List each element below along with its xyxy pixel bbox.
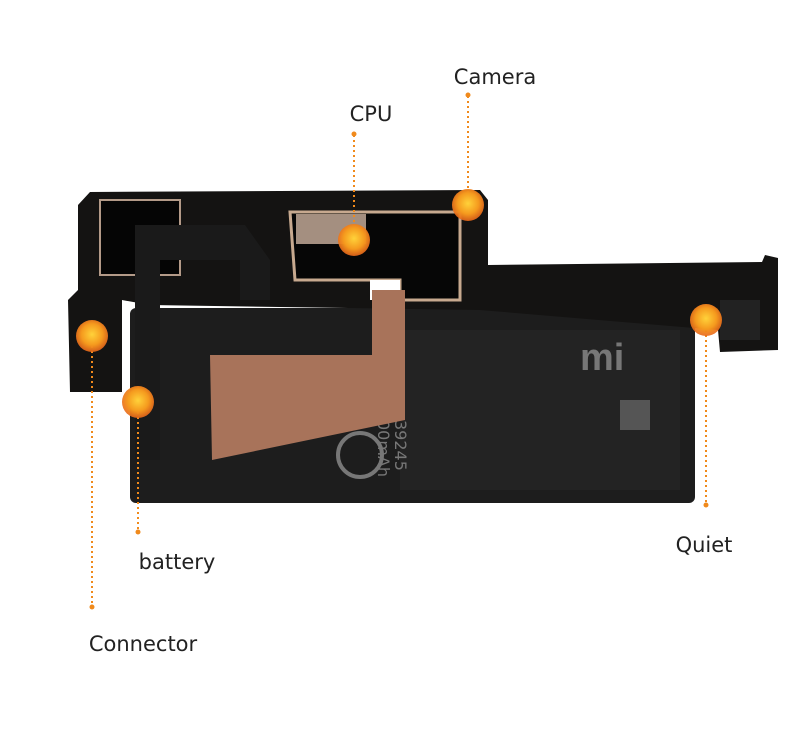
- cpu-label: CPU: [349, 102, 393, 126]
- camera-label: Camera: [453, 65, 537, 89]
- connector-hotspot[interactable]: [76, 320, 108, 352]
- quiet-label: Quiet: [675, 533, 733, 557]
- camera-hotspot[interactable]: [452, 189, 484, 221]
- cpu-hotspot[interactable]: [338, 224, 370, 256]
- leader-end-dots: [89, 92, 709, 610]
- battery-hotspot[interactable]: [122, 386, 154, 418]
- battery-model-print: 39245: [391, 420, 410, 471]
- battery-capacity-print: 00mAh: [374, 420, 393, 477]
- copper-flex: [210, 290, 405, 460]
- connector-label: Connector: [88, 632, 198, 656]
- battery-label: battery: [138, 550, 216, 574]
- quiet-hotspot[interactable]: [690, 304, 722, 336]
- flex-cable: [135, 225, 270, 460]
- battery-brand-print: mi: [580, 337, 624, 379]
- leader-lines: [91, 96, 707, 605]
